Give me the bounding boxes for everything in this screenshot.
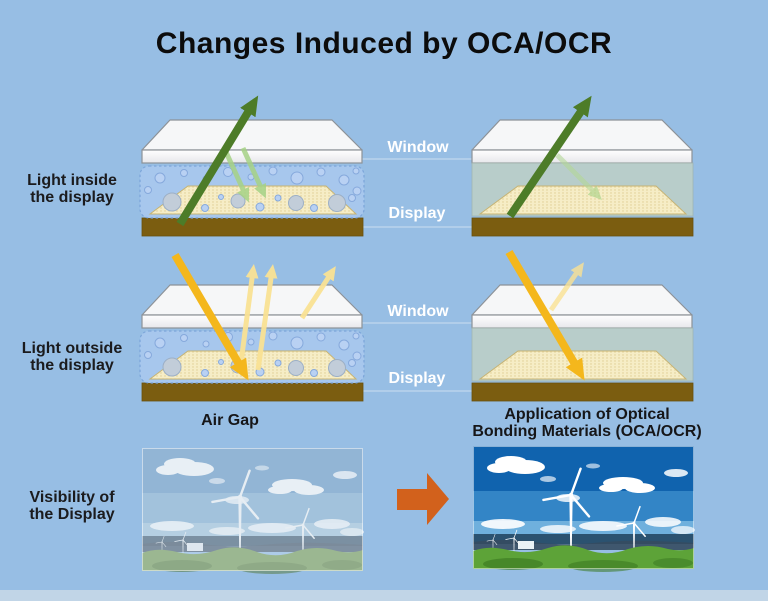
diagram-outside-oca: [471, 249, 694, 402]
outside-light-arrow: [171, 252, 249, 381]
row-label-line: the display: [30, 357, 114, 374]
row-label-visibility: Visibility of the Display: [4, 489, 140, 523]
inside-light-arrow: [176, 95, 259, 227]
row-label-light-inside: Light inside the display: [4, 172, 140, 206]
layer-connector-lines: [350, 158, 489, 392]
page-title: Changes Induced by OCA/OCR: [155, 27, 613, 60]
window-layer-label: Window: [387, 303, 449, 320]
caption-oca-line: Bonding Materials (OCA/OCR): [472, 423, 702, 440]
outside-light-arrow: [505, 249, 585, 381]
caption-oca-line: Application of Optical: [504, 406, 670, 423]
transition-arrow-icon: [397, 473, 449, 525]
caption-oca: Application of Optical Bonding Materials…: [446, 406, 728, 440]
row-label-line: the display: [30, 189, 114, 206]
window-layer-label: Window: [387, 139, 449, 156]
diagram-inside-air-gap: [139, 95, 365, 237]
row-label-line: Light outside: [21, 340, 123, 357]
row-label-line: the Display: [29, 506, 115, 523]
outside-reflection-arrows: [237, 264, 336, 371]
row-label-light-outside: Light outside the display: [4, 340, 140, 374]
layer-connector-dots: [345, 155, 494, 395]
row-label-line: Light inside: [27, 172, 117, 189]
display-layer-label: Display: [388, 370, 446, 387]
display-photo-clear: [473, 446, 695, 572]
row-label-line: Visibility of: [29, 489, 115, 506]
diagram-inside-oca: [471, 95, 694, 237]
inside-reflection-arrows: [223, 146, 267, 203]
footer-strip: [0, 590, 768, 601]
inside-light-arrow: [506, 95, 592, 219]
caption-air-gap: Air Gap: [201, 412, 259, 429]
diagram-outside-air-gap: [139, 252, 365, 402]
display-layer-label: Display: [388, 205, 446, 222]
inside-reflection-arrow: [555, 153, 602, 200]
display-photo-hazy: [142, 448, 364, 574]
outside-reflection-arrow: [548, 262, 584, 312]
